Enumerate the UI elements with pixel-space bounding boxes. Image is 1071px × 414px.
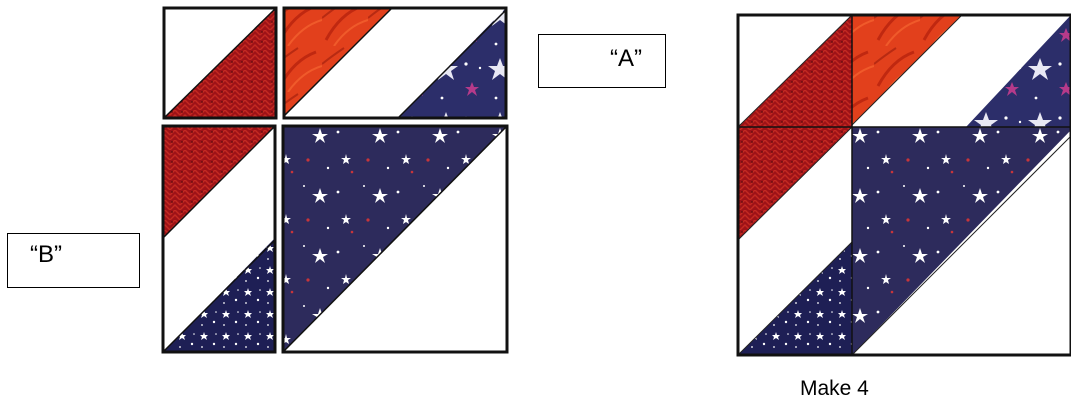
unit-large-hst xyxy=(283,126,507,352)
label-b: “B” xyxy=(30,243,62,267)
unit-a-strip xyxy=(284,8,506,118)
label-a-box xyxy=(538,34,666,88)
unit-b-strip xyxy=(163,126,275,352)
assembled-block xyxy=(738,15,1071,355)
unit-top-left-hst xyxy=(164,8,276,118)
label-b-box xyxy=(7,233,140,288)
label-a: “A” xyxy=(610,47,642,71)
make-count-caption: Make 4 xyxy=(800,378,869,399)
